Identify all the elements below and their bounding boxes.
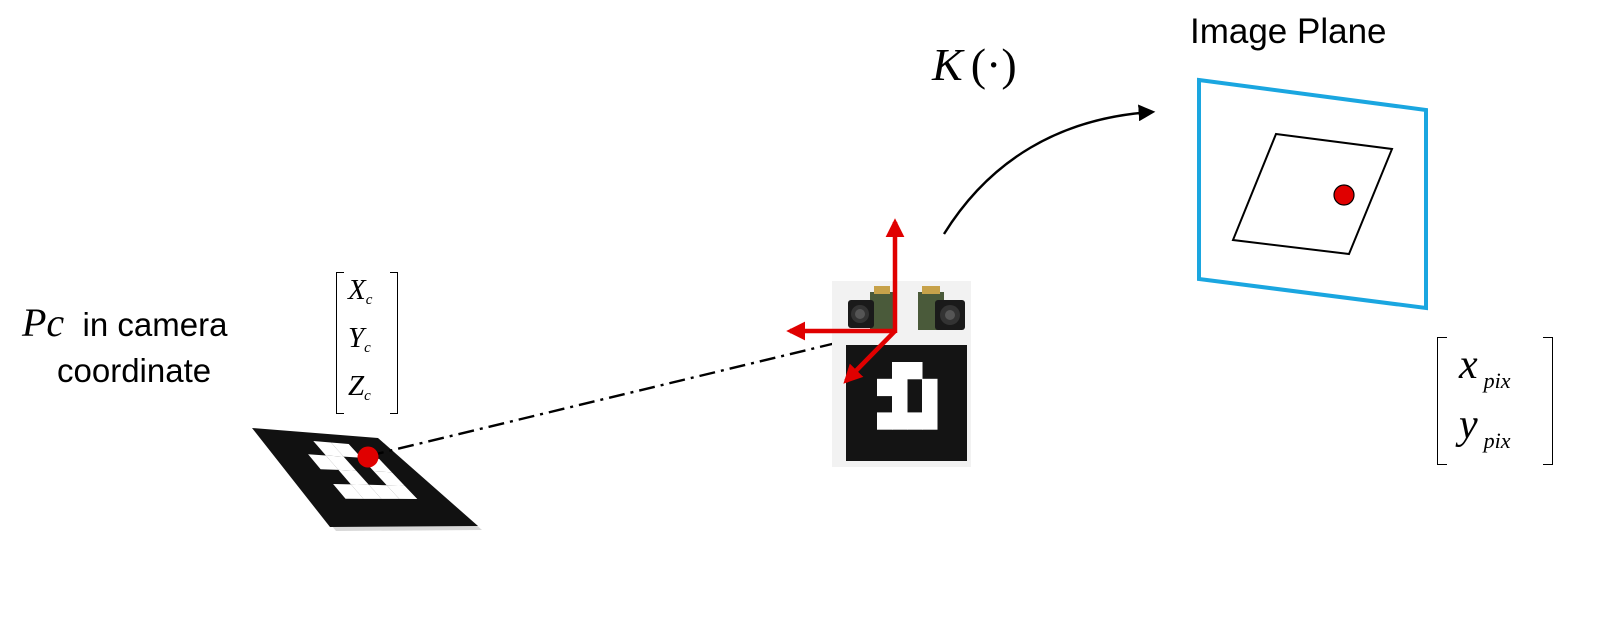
camera-module-right <box>918 286 965 330</box>
vector-entry-zc: Zc <box>348 370 371 404</box>
projection-argument: (·) <box>970 39 1017 90</box>
ground-marker <box>252 428 482 531</box>
projection-symbol: K <box>932 39 963 90</box>
point-symbol: Pc <box>22 300 65 345</box>
marker-cell <box>892 395 908 413</box>
marker-cell <box>368 484 400 499</box>
marker-cell <box>877 378 893 397</box>
rig-marker-pattern <box>877 362 938 430</box>
projection-ray <box>367 328 891 458</box>
camera-module-left <box>848 286 894 330</box>
projection-function-label: K(·) <box>932 38 1017 91</box>
image-plane <box>1197 77 1428 311</box>
marker-cell <box>922 395 938 413</box>
marker-cell <box>325 455 357 471</box>
point-camera-label: Pc in camera coordinate <box>22 300 227 394</box>
projected-marker-outline <box>1231 132 1394 256</box>
marker-cell <box>892 362 908 380</box>
marker-cell <box>331 442 362 458</box>
marker-cell <box>308 454 339 470</box>
marker-cell <box>374 471 405 486</box>
axis-forward <box>843 329 897 384</box>
marker-cell <box>907 362 923 380</box>
bracket-right <box>1543 337 1553 465</box>
marker-cell <box>892 412 908 430</box>
marker-cell <box>922 412 938 430</box>
point-label-line1: in camera <box>82 306 228 343</box>
marker-cell <box>350 484 382 499</box>
projected-point <box>1333 184 1355 206</box>
marker-cell <box>922 378 938 397</box>
marker-cell <box>386 485 418 499</box>
camera-axes <box>786 218 905 384</box>
vector-entry-yc: Yc <box>348 322 371 356</box>
marker-cell <box>338 469 369 485</box>
projection-arrow <box>942 104 1156 235</box>
camera-coordinate-vector: Xc Yc Zc <box>336 272 398 414</box>
marker-cell <box>333 484 364 499</box>
marker-cell <box>877 412 893 430</box>
point-label-line2: coordinate <box>57 352 212 389</box>
bracket-left <box>336 272 344 414</box>
vector-entry-xc: Xc <box>348 274 373 308</box>
ground-marker-border <box>252 428 478 527</box>
marker-cell <box>313 441 344 457</box>
image-plane-title: Image Plane <box>1190 12 1387 51</box>
point-pc <box>357 446 379 468</box>
marker-cell <box>892 378 908 397</box>
marker-cell <box>907 412 923 430</box>
bracket-right <box>390 272 398 414</box>
bracket-left <box>1437 337 1447 465</box>
